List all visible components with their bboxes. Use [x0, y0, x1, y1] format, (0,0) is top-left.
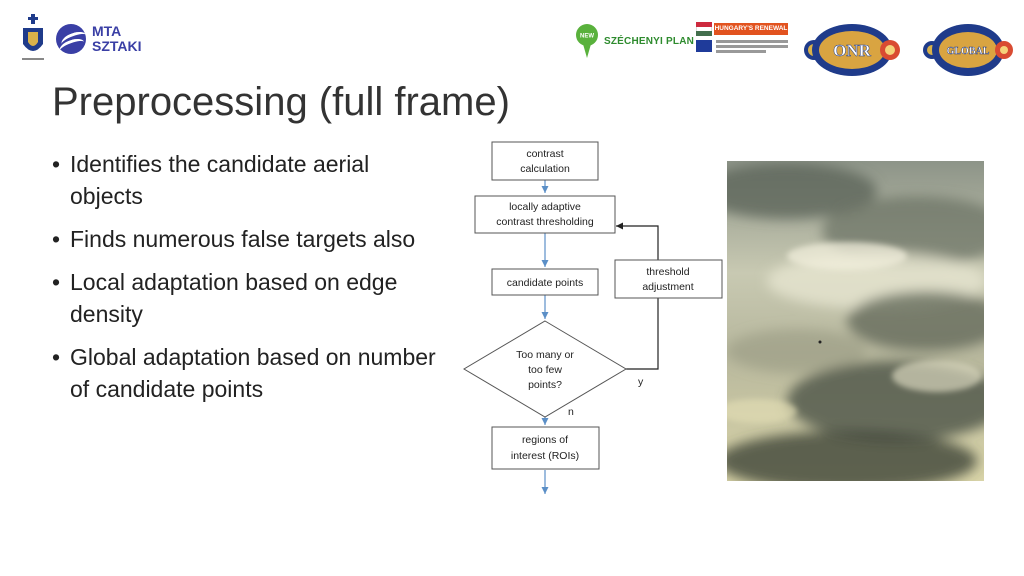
university-crest-logo: [22, 14, 44, 60]
decision-label: Too many or: [516, 349, 574, 361]
yes-branch-label: y: [638, 376, 644, 388]
mta-sztaki-icon: [56, 24, 86, 54]
szechenyi-label: SZÉCHENYI PLAN: [604, 35, 695, 47]
candidate-points-box: candidate points: [491, 268, 599, 296]
hungarian-flag-icon: [696, 22, 712, 36]
szechenyi-pin-icon: NEW: [576, 24, 598, 58]
onr-label: ONR: [833, 41, 872, 60]
box-label: candidate points: [507, 277, 583, 289]
sztaki-label: SZTAKI: [92, 38, 142, 54]
mta-sztaki-logo: MTA SZTAKI: [56, 24, 142, 54]
szechenyi-badge-label: NEW: [580, 34, 594, 40]
decision-diamond: Too many or too few points?: [463, 320, 627, 418]
box-label: regions of: [522, 434, 568, 446]
decision-label: too few: [528, 364, 562, 376]
bullet-list: • Identifies the candidate aerial objects…: [52, 148, 442, 416]
hungarys-renewal-logo: HUNGARY'S RENEWAL: [696, 22, 790, 62]
eu-flag-icon: [696, 40, 712, 52]
box-label: threshold: [646, 266, 689, 278]
bullet-item: • Global adaptation based on number of ca…: [52, 341, 442, 405]
eu-fund-note: [716, 38, 788, 55]
onr-science-technology-logo: ONR: [804, 24, 900, 76]
box-label: contrast: [526, 148, 563, 160]
bullet-text: Finds numerous false targets also: [70, 226, 416, 252]
bullet-dot-icon: •: [52, 151, 61, 177]
bullet-item: • Local adaptation based on edge density: [52, 266, 442, 330]
global-label: GLOBAL: [947, 46, 990, 57]
box-label: adjustment: [642, 281, 693, 293]
box-label: interest (ROIs): [511, 450, 579, 462]
regions-of-interest-box: regions of interest (ROIs): [491, 426, 600, 470]
preprocessing-flowchart: contrast calculation locally adaptive co…: [463, 141, 723, 494]
bullet-item: • Finds numerous false targets also: [52, 223, 442, 255]
threshold-adjustment-box: threshold adjustment: [614, 259, 723, 299]
box-label: locally adaptive: [509, 201, 581, 213]
box-label: calculation: [520, 163, 570, 175]
aerial-object-dot: [818, 340, 822, 344]
bullet-dot-icon: •: [52, 344, 61, 370]
cloudy-sky-photo: [727, 161, 984, 481]
no-branch-label: n: [568, 406, 574, 418]
bullet-dot-icon: •: [52, 226, 61, 252]
decision-label: points?: [528, 379, 562, 391]
bullet-text: Identifies the candidate aerial objects: [70, 151, 370, 209]
adaptive-thresholding-box: locally adaptive contrast thresholding: [474, 195, 616, 234]
bullet-item: • Identifies the candidate aerial objects: [52, 148, 442, 212]
slide-title: Preprocessing (full frame): [52, 80, 510, 124]
bullet-text: Global adaptation based on number of can…: [70, 344, 436, 402]
contrast-calculation-box: contrast calculation: [491, 141, 599, 181]
bullet-dot-icon: •: [52, 269, 61, 295]
bullet-text: Local adaptation based on edge density: [70, 269, 398, 327]
box-label: contrast thresholding: [496, 216, 594, 228]
mta-label: MTA: [92, 23, 122, 39]
szechenyi-plan-logo: NEW SZÉCHENYI PLAN: [576, 24, 694, 58]
hungarys-renewal-banner: HUNGARY'S RENEWAL: [714, 23, 788, 35]
onr-global-logo: GLOBAL: [923, 24, 1013, 76]
